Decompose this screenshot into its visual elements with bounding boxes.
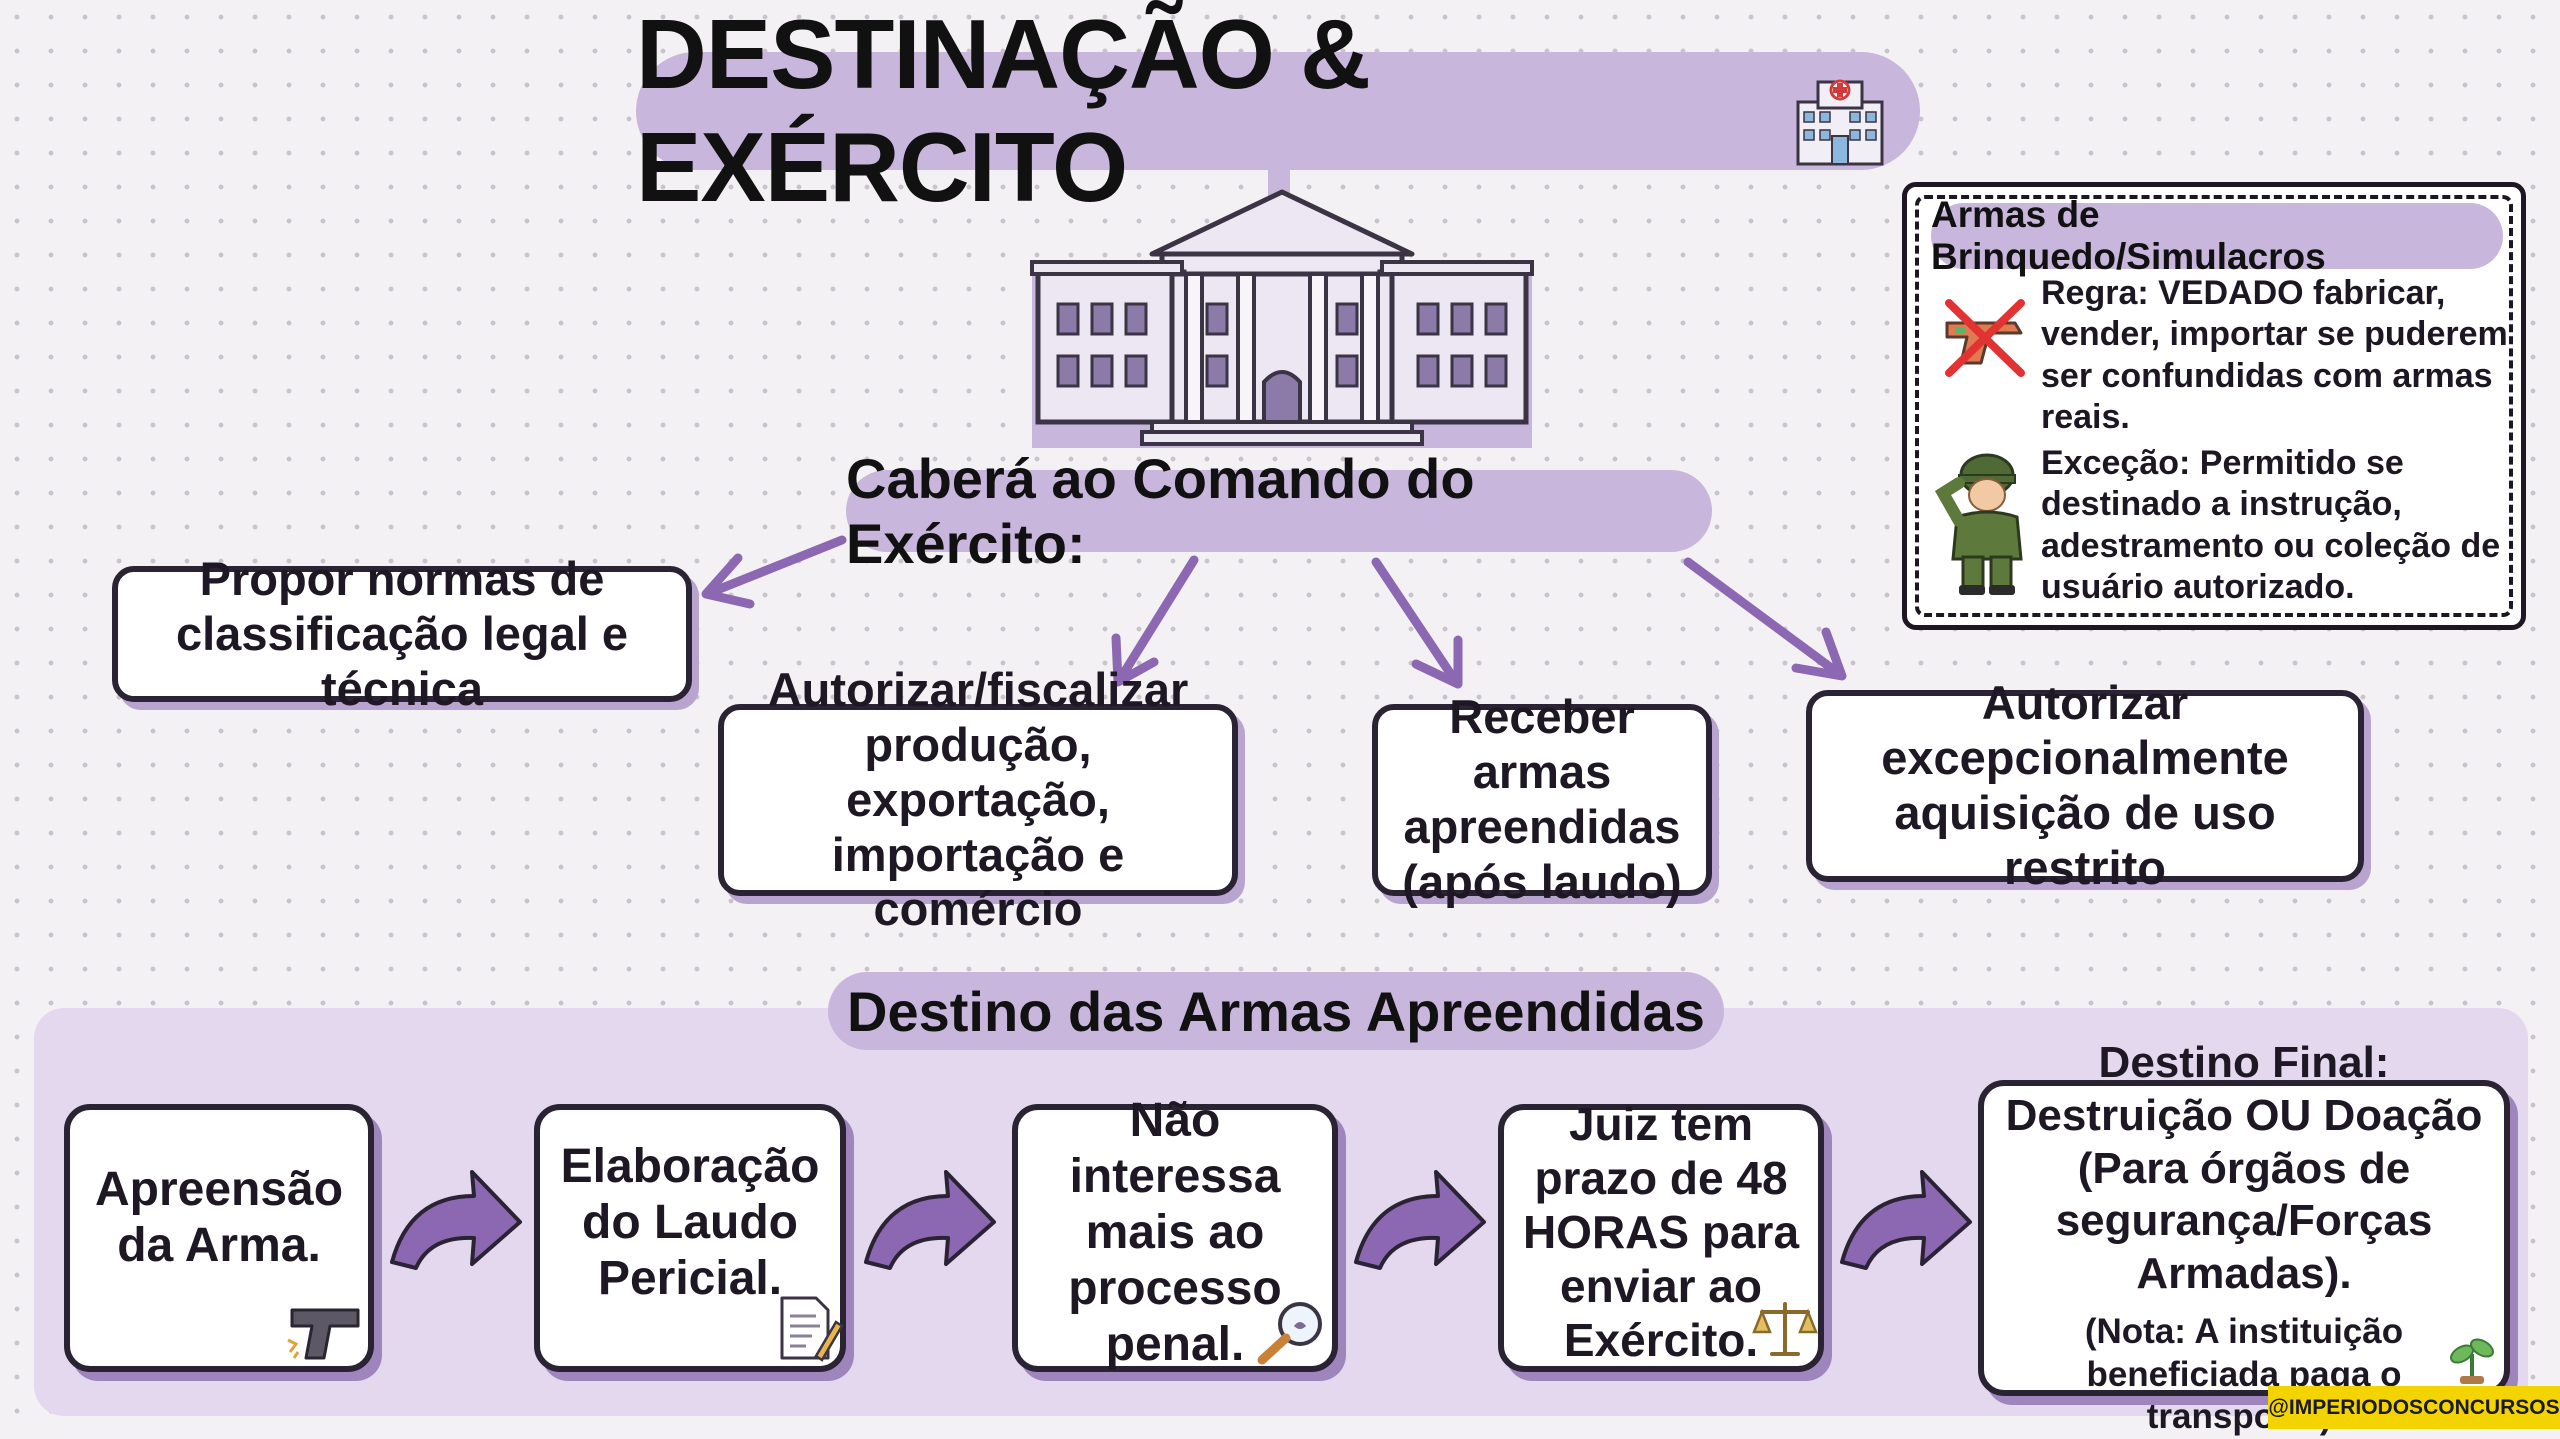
pistol-icon — [287, 1308, 360, 1360]
curved-arrow-icon — [390, 1170, 522, 1270]
arrow-to-duty-3 — [1371, 557, 1457, 681]
watermark-text: @IMPERIODOSCONCURSOS — [2268, 1395, 2560, 1419]
step-text: Elaboração do Laudo Pericial. — [560, 1139, 820, 1306]
step-box-destino-final: Destino Final: Destruição OU Doação (Par… — [1978, 1038, 2510, 1436]
duty-box-receber: Receber armas apreendidas (após laudo) — [1372, 690, 1712, 908]
destino-heading: Destino das Armas Apreendidas — [847, 979, 1705, 1043]
arrow-to-duty-4 — [1683, 557, 1839, 675]
arrow-to-duty-2 — [1117, 555, 1199, 681]
hospital-icon — [1796, 79, 1884, 166]
curved-arrow-icon — [864, 1170, 996, 1270]
subtitle: Caberá ao Comando do Exército: — [846, 447, 1475, 575]
crossed-toy-gun-icon — [1945, 299, 2025, 377]
document-pen-icon — [780, 1296, 844, 1362]
destino-heading-banner: Destino das Armas Apreendidas — [828, 972, 1724, 1050]
duty-box-normas: Propor normas de classificação legal e t… — [112, 552, 692, 715]
arrow-to-duty-1 — [707, 535, 847, 597]
title-banner: DESTINAÇÃO & EXÉRCITO — [636, 0, 1920, 222]
toy-weapons-box: Armas de Brinquedo/Simulacros Regra: VED… — [1902, 182, 2526, 630]
scales-icon — [1752, 1302, 1818, 1356]
step-text: Não interessa mais ao processo penal. — [1068, 1093, 1282, 1372]
government-building-icon — [1030, 189, 1534, 448]
step-text: Apreensão da Arma. — [94, 1162, 344, 1272]
curved-arrow-icon — [1840, 1170, 1972, 1270]
arrow-to-duty-2-head — [1111, 633, 1159, 687]
arrow-to-duty-4-head — [1791, 627, 1847, 681]
toy-exception-text: Exceção: Permitido se destinado a instru… — [2041, 444, 2501, 607]
duty-box-uso-restrito: Autorizar excepcionalmente aquisição de … — [1806, 676, 2364, 894]
duty-box-fiscalizar: Autorizar/fiscalizar produção, exportaçã… — [718, 663, 1238, 935]
toy-rule-text: Regra: VEDADO fabricar, vender, importar… — [2041, 274, 2508, 437]
arrow-to-duty-3-head — [1411, 635, 1463, 689]
duty-text: Autorizar/fiscalizar produção, exportaçã… — [767, 662, 1189, 936]
step-text: Destino Final: Destruição OU Doação (Par… — [2005, 1037, 2483, 1299]
magnifier-icon — [1257, 1302, 1322, 1365]
toy-weapons-heading: Armas de Brinquedo/Simulacros — [1931, 194, 2503, 277]
duty-text: Autorizar excepcionalmente aquisição de … — [1881, 676, 2289, 894]
saluting-soldier-icon — [1934, 453, 2023, 595]
toy-heading-text: Armas de Brinquedo/Simulacros — [1931, 194, 2326, 277]
subtitle-banner: Caberá ao Comando do Exército: — [846, 447, 1712, 575]
plant-icon — [2450, 1338, 2494, 1384]
curved-arrow-icon — [1354, 1170, 1486, 1270]
page-title: DESTINAÇÃO & EXÉRCITO — [636, 0, 1371, 222]
duty-text: Receber armas apreendidas (após laudo) — [1402, 690, 1682, 908]
watermark-badge: @IMPERIODOSCONCURSOS — [2268, 1386, 2560, 1429]
step-box-juiz: Juiz tem prazo de 48 HORAS para enviar a… — [1498, 1098, 1824, 1372]
arrow-to-duty-1-head — [701, 553, 755, 609]
step-text: Juiz tem prazo de 48 HORAS para enviar a… — [1522, 1098, 1800, 1366]
duty-text: Propor normas de classificação legal e t… — [175, 551, 628, 715]
step-box-laudo: Elaboração do Laudo Pericial. — [534, 1104, 846, 1372]
step-note: (Nota: A instituição beneficiada paga o … — [2084, 1311, 2404, 1437]
